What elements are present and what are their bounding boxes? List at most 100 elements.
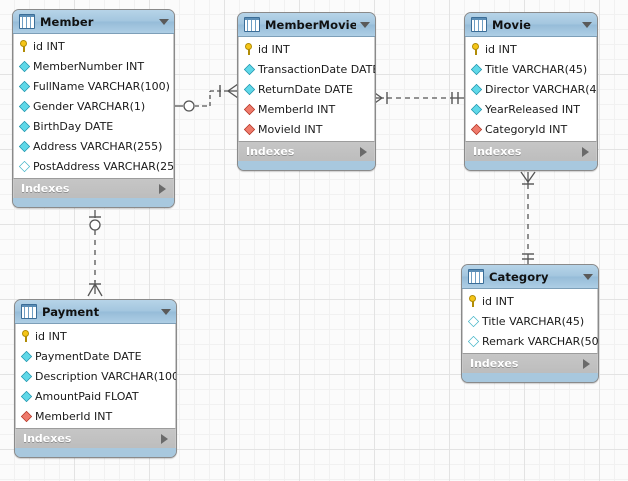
diamond-icon: [243, 63, 256, 75]
column-row[interactable]: PaymentDate DATE: [16, 346, 175, 366]
column-name: AmountPaid FLOAT: [35, 389, 139, 403]
column-name: Director VARCHAR(45): [485, 82, 598, 96]
column-row[interactable]: AmountPaid FLOAT: [16, 386, 175, 406]
relationship-movie-category[interactable]: [516, 170, 540, 268]
column-name: PostAddress VARCHAR(255): [33, 159, 175, 173]
column-row[interactable]: PostAddress VARCHAR(255): [14, 156, 175, 176]
chevron-down-icon[interactable]: [161, 308, 171, 315]
diamond-red-icon: [243, 123, 256, 135]
table-footer: [462, 373, 598, 382]
table-footer: [15, 448, 176, 457]
key-icon: [468, 295, 479, 307]
table-member[interactable]: Member id INT MemberNumber INT FullName VAR…: [12, 9, 175, 208]
indexes-label: Indexes: [21, 182, 70, 195]
indexes-label: Indexes: [246, 145, 295, 158]
chevron-right-icon[interactable]: [159, 183, 166, 194]
chevron-down-icon[interactable]: [582, 21, 592, 28]
column-row[interactable]: id INT: [466, 39, 596, 59]
chevron-right-icon[interactable]: [161, 433, 168, 444]
diamond-red-icon: [470, 123, 483, 135]
table-footer: [13, 198, 174, 207]
column-row[interactable]: YearReleased INT: [466, 99, 596, 119]
column-row[interactable]: id INT: [239, 39, 374, 59]
table-icon: [21, 304, 37, 319]
column-row[interactable]: Gender VARCHAR(1): [14, 96, 173, 116]
indexes-section-member[interactable]: Indexes: [13, 178, 174, 198]
chevron-right-icon[interactable]: [360, 146, 367, 157]
column-name: FullName VARCHAR(100): [33, 79, 170, 93]
table-header-member[interactable]: Member: [13, 10, 174, 34]
table-icon: [19, 14, 35, 29]
column-name: id INT: [258, 42, 290, 56]
relationship-member-membermovie[interactable]: [170, 82, 245, 122]
column-row[interactable]: FullName VARCHAR(100): [14, 76, 173, 96]
column-name: MemberId INT: [258, 102, 336, 116]
diamond-icon: [470, 63, 483, 75]
column-name: id INT: [482, 294, 514, 308]
indexes-section-movie[interactable]: Indexes: [465, 141, 597, 161]
column-name: Description VARCHAR(100): [35, 369, 177, 383]
indexes-label: Indexes: [470, 357, 519, 370]
column-row[interactable]: id INT: [463, 291, 597, 311]
column-row[interactable]: Remark VARCHAR(500): [463, 331, 598, 351]
diamond-red-icon: [243, 103, 256, 115]
relationship-membermovie-movie[interactable]: [370, 86, 470, 110]
column-name: YearReleased INT: [485, 102, 580, 116]
column-row[interactable]: Title VARCHAR(45): [466, 59, 596, 79]
diamond-icon: [470, 83, 483, 95]
column-row[interactable]: BirthDay DATE: [14, 116, 173, 136]
table-header-category[interactable]: Category: [462, 265, 598, 289]
indexes-label: Indexes: [23, 432, 72, 445]
diamond-hollow-icon: [18, 160, 31, 172]
table-movie[interactable]: Movie id INT Title VARCHAR(45) Director VAR…: [464, 12, 598, 171]
diamond-icon: [20, 390, 33, 402]
indexes-section-membermovie[interactable]: Indexes: [238, 141, 375, 161]
column-row[interactable]: Address VARCHAR(255): [14, 136, 173, 156]
column-row[interactable]: Director VARCHAR(45): [466, 79, 598, 99]
column-row[interactable]: MemberId INT: [16, 406, 175, 426]
column-row[interactable]: MemberNumber INT: [14, 56, 173, 76]
column-row[interactable]: Description VARCHAR(100): [16, 366, 177, 386]
column-row[interactable]: id INT: [14, 36, 173, 56]
table-icon: [471, 17, 487, 32]
key-icon: [244, 43, 255, 55]
relationship-member-payment[interactable]: [83, 208, 107, 304]
chevron-right-icon[interactable]: [583, 358, 590, 369]
column-name: id INT: [33, 39, 65, 53]
column-row[interactable]: CategoryId INT: [466, 119, 596, 139]
column-name: Gender VARCHAR(1): [33, 99, 146, 113]
column-row[interactable]: MemberId INT: [239, 99, 374, 119]
key-icon: [471, 43, 482, 55]
column-row[interactable]: Title VARCHAR(45): [463, 311, 597, 331]
column-row[interactable]: TransactionDate DATE: [239, 59, 375, 79]
indexes-section-category[interactable]: Indexes: [462, 353, 598, 373]
diamond-icon: [470, 103, 483, 115]
indexes-section-payment[interactable]: Indexes: [15, 428, 176, 448]
diamond-red-icon: [20, 410, 33, 422]
chevron-down-icon[interactable]: [159, 18, 169, 25]
diamond-hollow-icon: [467, 335, 480, 347]
column-row[interactable]: id INT: [16, 326, 175, 346]
column-row[interactable]: MovieId INT: [239, 119, 374, 139]
chevron-down-icon[interactable]: [583, 273, 593, 280]
diamond-icon: [18, 60, 31, 72]
diamond-icon: [18, 100, 31, 112]
table-header-payment[interactable]: Payment: [15, 300, 176, 324]
chevron-down-icon[interactable]: [360, 21, 370, 28]
column-name: Title VARCHAR(45): [485, 62, 588, 76]
chevron-right-icon[interactable]: [582, 146, 589, 157]
diamond-icon: [243, 83, 256, 95]
column-name: MovieId INT: [258, 122, 323, 136]
table-title: Movie: [492, 17, 532, 32]
column-name: PaymentDate DATE: [35, 349, 142, 363]
indexes-label: Indexes: [473, 145, 522, 158]
table-header-movie[interactable]: Movie: [465, 13, 597, 37]
table-category[interactable]: Category id INT Title VARCHAR(45)Remark VA…: [461, 264, 599, 383]
column-row[interactable]: ReturnDate DATE: [239, 79, 374, 99]
table-footer: [465, 161, 597, 170]
column-name: MemberNumber INT: [33, 59, 145, 73]
table-header-membermovie[interactable]: MemberMovie: [238, 13, 375, 37]
